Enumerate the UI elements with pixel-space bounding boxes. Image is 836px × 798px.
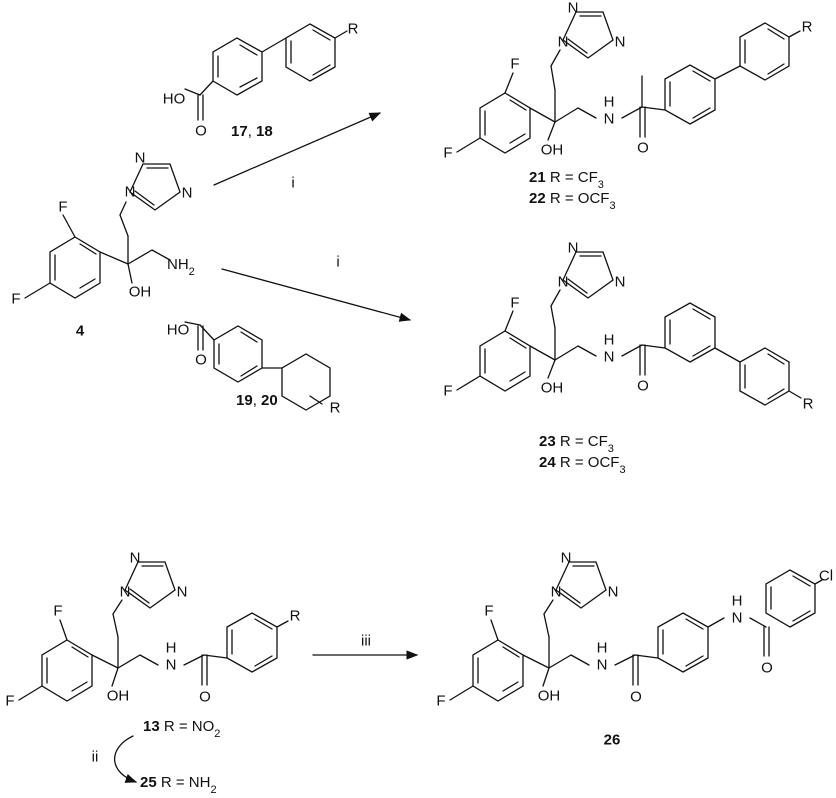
atom-f: F: [443, 145, 452, 162]
atom-n: N: [561, 550, 572, 567]
atom-o: O: [637, 140, 649, 157]
reaction-arrow: [213, 112, 382, 186]
reaction-arrow-curved: [113, 735, 138, 783]
compound-label-24: 24 R = OCF3: [539, 454, 626, 476]
atom-f: F: [436, 693, 445, 710]
reagent-label: i: [336, 254, 339, 271]
atom-h: H: [604, 332, 615, 349]
atom-h: H: [166, 640, 177, 657]
compound-19-20-structure: [184, 321, 331, 411]
atom-o: O: [630, 689, 642, 706]
atom-n: N: [177, 584, 188, 601]
compound-26-structure: [449, 561, 823, 702]
compound-label-25: 25 R = NH2: [140, 774, 217, 796]
atom-h: H: [604, 94, 615, 111]
atom-n: N: [604, 349, 615, 366]
atom-f: F: [510, 295, 519, 312]
atom-oh: OH: [541, 142, 564, 159]
atom-n: N: [182, 185, 193, 202]
atom-oh: OH: [538, 688, 561, 705]
compound-label-19-20: 19, 20: [236, 392, 278, 409]
atom-f: F: [443, 383, 452, 400]
atom-oh: OH: [129, 284, 152, 301]
atom-h: H: [732, 593, 743, 610]
atom-n: N: [130, 550, 141, 567]
atom-n: N: [125, 184, 136, 201]
atom-o: O: [637, 378, 649, 395]
atom-n: N: [597, 657, 608, 674]
atom-o: O: [761, 660, 773, 677]
compound-17-18-structure: [184, 23, 348, 121]
atom-r: R: [803, 396, 814, 413]
compound-4-structure: [24, 163, 181, 299]
atom-n: N: [551, 584, 562, 601]
reaction-arrow: [221, 268, 412, 322]
atom-f: F: [11, 291, 20, 308]
atom-ho: HO: [163, 91, 186, 108]
atom-oh: OH: [541, 380, 564, 397]
atom-f: F: [5, 693, 14, 710]
atom-n: N: [615, 274, 626, 291]
reagent-label: ii: [92, 749, 99, 766]
atom-f: F: [58, 199, 67, 216]
atom-n: N: [558, 274, 569, 291]
atom-f: F: [510, 56, 519, 73]
atom-n: N: [732, 610, 743, 627]
atom-r: R: [290, 608, 301, 625]
compound-label-17-18: 17, 18: [231, 123, 273, 140]
atom-n: N: [568, 0, 579, 17]
atom-nh2: NH2: [167, 256, 195, 278]
compound-label-13: 13 R = NO2: [143, 718, 220, 740]
atom-o: O: [199, 689, 211, 706]
atom-n: N: [558, 34, 569, 51]
compound-21-22-structure: [456, 11, 801, 154]
atom-o: O: [195, 352, 207, 369]
atom-r: R: [802, 19, 813, 36]
compound-label-4: 4: [76, 323, 85, 340]
reagent-label: iii: [361, 633, 371, 650]
atom-n: N: [135, 150, 146, 167]
atom-n: N: [615, 34, 626, 51]
atom-o: O: [195, 123, 207, 140]
atom-r: R: [330, 400, 341, 417]
atom-r: R: [348, 21, 359, 38]
atom-oh: OH: [107, 688, 130, 705]
atom-cl: Cl: [819, 568, 833, 585]
compound-label-21: 21 R = CF3: [529, 169, 604, 191]
compound-23-24-structure: [456, 251, 802, 406]
atom-n: N: [166, 657, 177, 674]
compound-label-26: 26: [604, 732, 621, 749]
atom-f: F: [53, 603, 62, 620]
reagent-label: i: [291, 175, 294, 192]
atom-f: F: [484, 603, 493, 620]
compound-13-structure: [18, 561, 289, 702]
compound-label-23: 23 R = CF3: [539, 433, 614, 455]
compound-label-22: 22 R = OCF3: [529, 190, 616, 212]
atom-n: N: [604, 111, 615, 128]
atom-h: H: [597, 640, 608, 657]
atom-n: N: [120, 584, 131, 601]
atom-ho: HO: [167, 322, 190, 339]
atom-n: N: [568, 240, 579, 257]
atom-n: N: [608, 584, 619, 601]
